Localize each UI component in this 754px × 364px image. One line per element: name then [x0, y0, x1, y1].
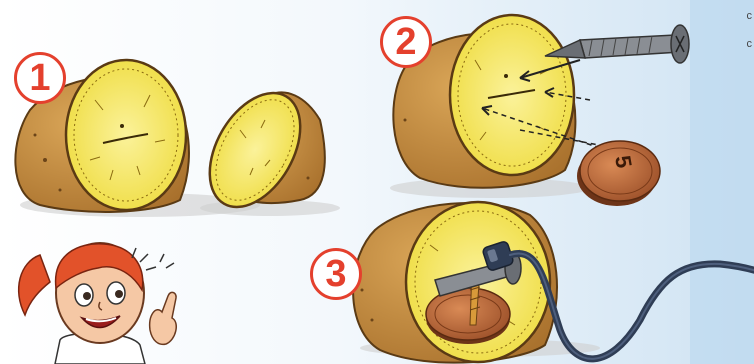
step-2-number: 2 [395, 23, 416, 61]
step-3-number: 3 [325, 255, 346, 293]
edge-text-line-2: c [747, 38, 753, 50]
edge-text-line-1: c [747, 10, 753, 22]
step-1-badge: 1 [14, 52, 66, 104]
step-2-badge: 2 [380, 16, 432, 68]
background-strip [690, 0, 754, 364]
step-3-badge: 3 [310, 248, 362, 300]
step-1-number: 1 [29, 59, 50, 97]
